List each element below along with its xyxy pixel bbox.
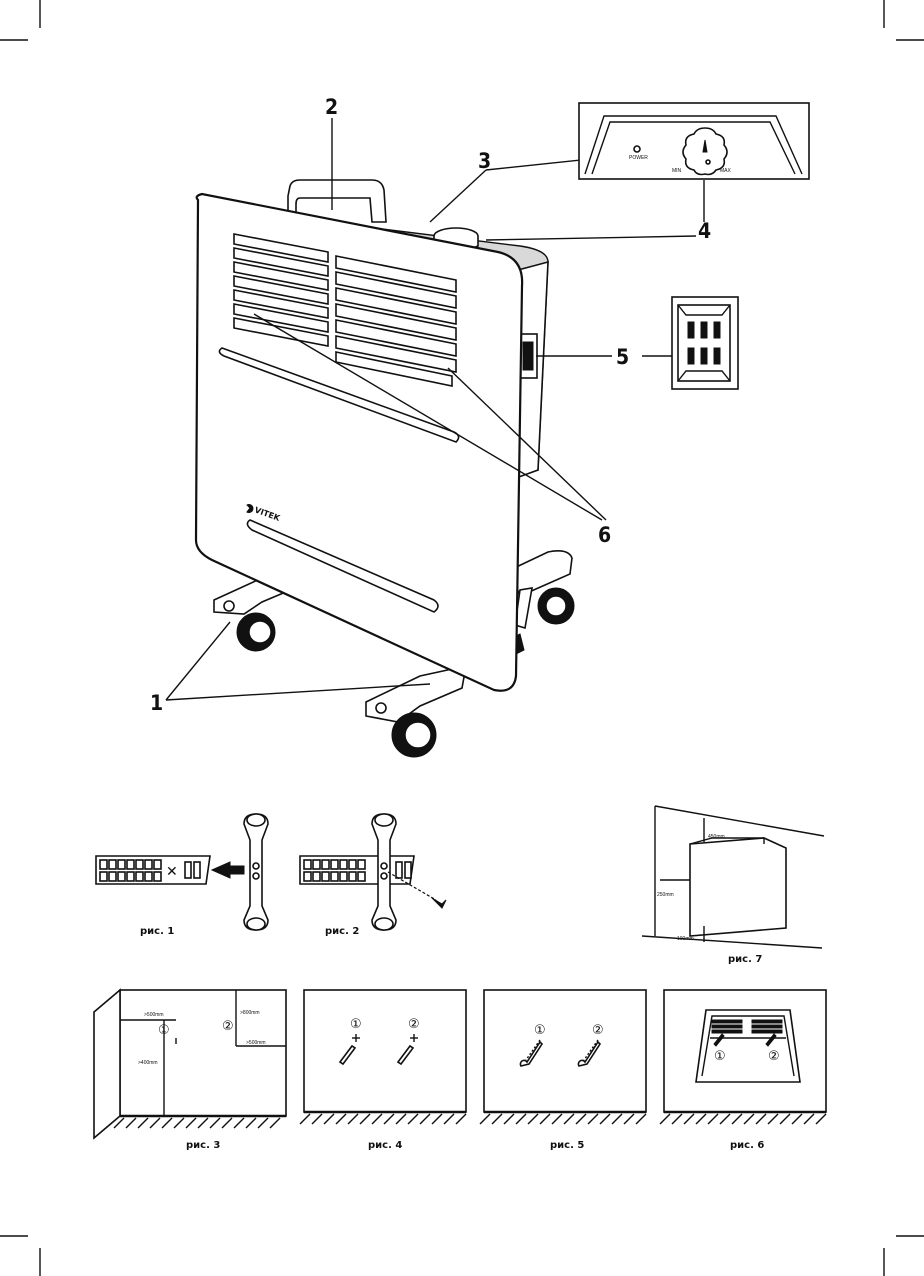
callout-3: 3 bbox=[478, 149, 491, 173]
mark-2: ② bbox=[222, 1019, 234, 1034]
dim3-a: >500mm bbox=[144, 1012, 164, 1018]
dim3-c: >500mm bbox=[246, 1040, 266, 1046]
max-label: MAX bbox=[720, 168, 732, 174]
fig1-caption: рис. 1 bbox=[140, 926, 174, 937]
figure-6: ① ② рис. 6 bbox=[660, 990, 826, 1151]
switch-inset bbox=[672, 297, 738, 389]
arrow-left-icon bbox=[212, 862, 244, 878]
mark-2: ② bbox=[408, 1017, 420, 1032]
figure-5: ① ② рис. 5 bbox=[480, 990, 646, 1151]
figure-4: ① ② рис. 4 bbox=[300, 990, 466, 1151]
power-led-icon bbox=[634, 146, 640, 152]
cross-icon: ✕ bbox=[166, 864, 178, 880]
callout-2: 2 bbox=[325, 95, 338, 119]
figure-2: рис. 2 bbox=[300, 814, 446, 937]
dim3-b: >800mm bbox=[240, 1010, 260, 1016]
fig2-caption: рис. 2 bbox=[325, 926, 359, 937]
fig4-caption: рис. 4 bbox=[368, 1140, 402, 1151]
callout-6: 6 bbox=[598, 523, 611, 547]
mark-2: ② bbox=[592, 1023, 604, 1038]
screw-icon bbox=[432, 898, 446, 908]
fig5-caption: рис. 5 bbox=[550, 1140, 584, 1151]
control-panel-inset: POWER MIN MAX bbox=[579, 103, 809, 179]
fig7-caption: рис. 7 bbox=[728, 954, 762, 965]
fig3-caption: рис. 3 bbox=[186, 1140, 220, 1151]
heater-illustration: VITEK bbox=[196, 180, 574, 757]
callout-1: 1 bbox=[150, 691, 163, 715]
figure-7: 450mm 250mm 100mm рис. 7 bbox=[642, 806, 824, 965]
dim-bottom: 100mm bbox=[677, 936, 694, 942]
callout-5: 5 bbox=[616, 345, 629, 369]
power-label: POWER bbox=[629, 155, 648, 161]
figure-1: ✕ рис. 1 bbox=[96, 814, 268, 937]
mark-1: ① bbox=[714, 1049, 726, 1064]
fig6-caption: рис. 6 bbox=[730, 1140, 764, 1151]
dim3-d: >400mm bbox=[138, 1060, 158, 1066]
dim-side: 250mm bbox=[657, 892, 674, 898]
dim-top: 450mm bbox=[708, 834, 725, 840]
mark-1: ① bbox=[158, 1023, 170, 1038]
min-label: MIN bbox=[672, 168, 682, 174]
mark-1: ① bbox=[350, 1017, 362, 1032]
figure-3: >500mm >800mm >500mm >400mm ① ② рис. 3 bbox=[94, 990, 286, 1151]
mark-2: ② bbox=[768, 1049, 780, 1064]
mark-1: ① bbox=[534, 1023, 546, 1038]
callout-4: 4 bbox=[698, 219, 711, 243]
